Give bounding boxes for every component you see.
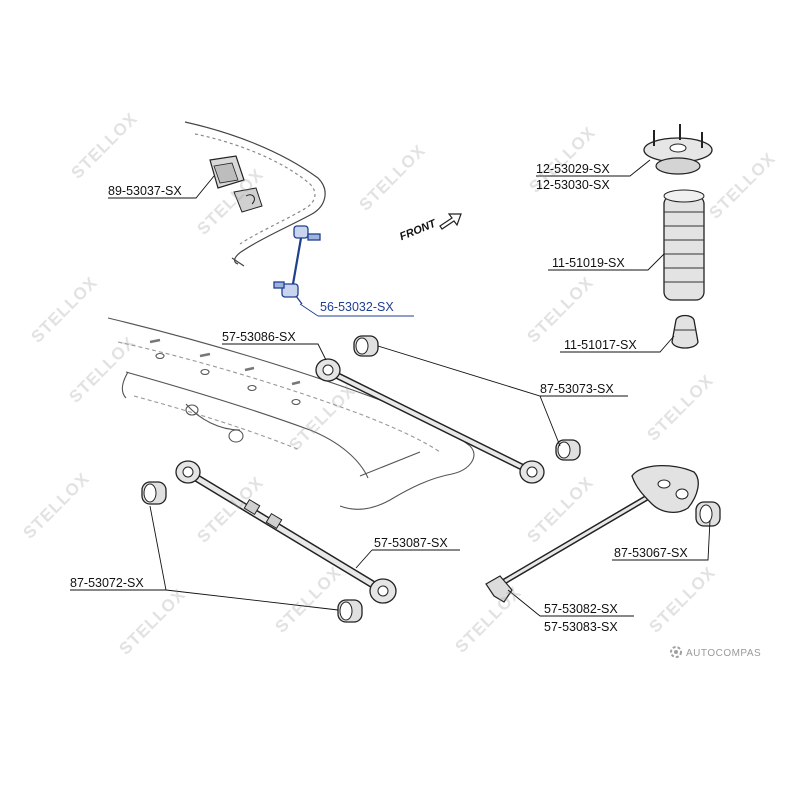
- label-11-51017: 11-51017-SX: [564, 338, 637, 352]
- label-89-53037: 89-53037-SX: [108, 184, 182, 198]
- label-12-53030: 12-53030-SX: [536, 178, 610, 192]
- control-arm-57-53087: [175, 460, 397, 604]
- stabilizer-link: [273, 225, 321, 305]
- label-11-51019: 11-51019-SX: [552, 256, 625, 270]
- bump-stop: [671, 314, 699, 349]
- autocompas-logo: AUTOCOMPAS: [686, 648, 762, 659]
- leader-lines: [70, 159, 711, 617]
- label-57-53083: 57-53083-SX: [544, 620, 618, 634]
- label-12-53029: 12-53029-SX: [536, 162, 610, 176]
- label-57-53087: 57-53087-SX: [374, 536, 448, 550]
- control-arm-57-53086: [315, 358, 545, 484]
- label-57-53082: 57-53082-SX: [544, 602, 618, 616]
- bushing-87-53072: [141, 481, 363, 623]
- label-56-53032: 56-53032-SX: [320, 300, 394, 314]
- stabilizer-bar: [184, 121, 326, 267]
- front-arrow-icon: [439, 213, 462, 230]
- label-87-53067: 87-53067-SX: [614, 546, 688, 560]
- bushing-87-53067: [695, 501, 721, 527]
- label-57-53086: 57-53086-SX: [222, 330, 296, 344]
- subframe: [107, 317, 475, 510]
- label-87-53073: 87-53073-SX: [540, 382, 614, 396]
- label-87-53072: 87-53072-SX: [70, 576, 144, 590]
- dust-boot: [663, 189, 705, 301]
- autocompas-logo-icon: [670, 646, 682, 658]
- trailing-arm: [485, 464, 699, 603]
- stabilizer-bushing: [209, 155, 263, 213]
- strut-mount: [643, 124, 713, 175]
